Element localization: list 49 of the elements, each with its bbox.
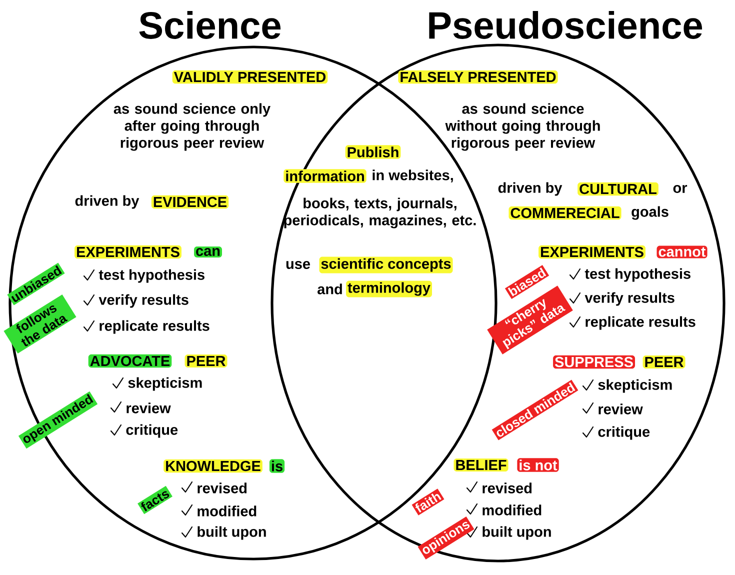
body-text: and	[318, 284, 342, 294]
checklist-item: skepticism	[582, 379, 672, 393]
highlighted-text: EXPERIMENTS	[538, 245, 646, 259]
highlighted-text: information	[284, 169, 366, 183]
checklist-item: skepticism	[112, 377, 202, 391]
checklist-item: critique	[582, 426, 650, 440]
checklist-item: critique	[110, 424, 178, 438]
highlighted-text: SUPPRESS	[553, 355, 635, 369]
checklist-item: test hypothesis	[569, 268, 690, 282]
checklist-item: revised	[466, 481, 532, 494]
body-text: as sound science only after going through rigorous peer review	[114, 103, 270, 151]
highlighted-text: EXPERIMENTS	[74, 245, 182, 259]
highlighted-text: cannot	[656, 246, 708, 258]
highlighted-text: COMMERECIAL	[508, 206, 622, 220]
highlighted-text: CULTURAL	[578, 182, 658, 196]
highlighted-text: KNOWLEDGE	[164, 459, 262, 473]
checklist-item: test hypothesis	[83, 269, 204, 283]
highlighted-text: VALIDLY PRESENTED	[172, 70, 328, 84]
checklist-item: replicate results	[83, 320, 210, 334]
body-text: in websites,	[372, 170, 453, 182]
checklist-item: verify results	[83, 294, 188, 308]
node-label: Pseudoscience	[429, 11, 702, 39]
highlighted-text: PEER	[642, 356, 686, 368]
body-text: driven by	[75, 195, 140, 209]
body-text: books, texts, journals, periodicals, magazines, etc.	[284, 198, 476, 228]
highlighted-text: terminology	[346, 280, 432, 298]
checklist-item: modified	[181, 504, 256, 516]
highlighted-text: scientific concepts	[319, 256, 453, 274]
highlighted-text: FALSELY PRESENTED	[398, 70, 558, 84]
checklist-item: built upon	[181, 526, 266, 540]
body-text: as sound science without going through rigorous peer review	[445, 103, 600, 151]
highlighted-text: BELIEF	[454, 458, 508, 472]
body-text: or	[673, 185, 688, 193]
body-text: driven by	[498, 182, 562, 196]
checklist-item: review	[582, 402, 643, 414]
highlighted-text: ADVOCATE	[88, 354, 172, 368]
highlighted-text: PEER	[184, 354, 228, 368]
tag-label: facts	[138, 486, 172, 514]
node-label: Science	[139, 11, 281, 39]
checklist-item: review	[110, 401, 171, 414]
highlighted-text: Publish	[345, 145, 401, 159]
checklist-item: revised	[181, 481, 247, 494]
highlighted-text: EVIDENCE	[151, 195, 229, 209]
highlighted-text: is not	[517, 458, 559, 472]
body-text: goals	[632, 206, 668, 220]
tag-label: faith	[412, 488, 444, 516]
checklist-item: modified	[466, 503, 542, 516]
body-text: use	[286, 261, 310, 269]
highlighted-text: can	[194, 246, 222, 258]
